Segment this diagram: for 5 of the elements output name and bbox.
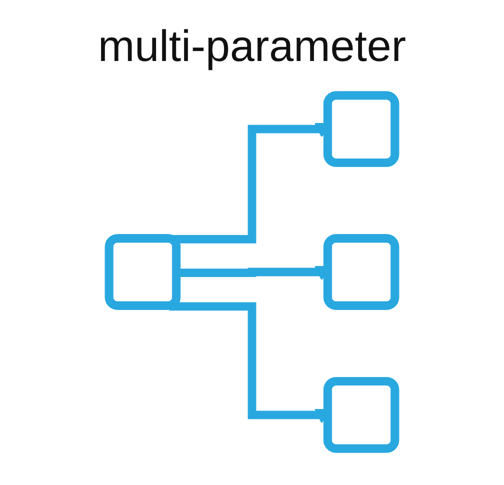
rounded-box <box>104 234 181 310</box>
rounded-box <box>323 234 400 310</box>
diagram-title: multi-parameter <box>96 22 408 72</box>
rounded-box <box>323 91 400 167</box>
rounded-box <box>323 377 400 453</box>
